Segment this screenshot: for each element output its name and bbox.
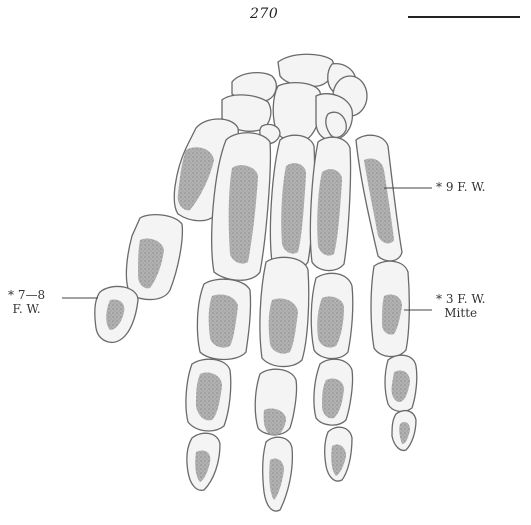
annotation-3fw-line1: * 3 F. W. — [436, 292, 485, 306]
ring-finger-bones — [310, 137, 352, 481]
annotation-3fw: * 3 F. W. Mitte — [436, 292, 485, 320]
annotation-78fw-line1: * 7—8 — [8, 288, 45, 302]
annotation-3fw-line2: Mitte — [436, 306, 485, 320]
annotation-78fw-line2: F. W. — [8, 302, 45, 316]
carpal-bones — [222, 54, 367, 143]
annotation-78fw: * 7—8 F. W. — [8, 288, 45, 316]
annotation-9fw: * 9 F. W. — [436, 180, 485, 194]
little-finger-bones — [356, 135, 417, 450]
